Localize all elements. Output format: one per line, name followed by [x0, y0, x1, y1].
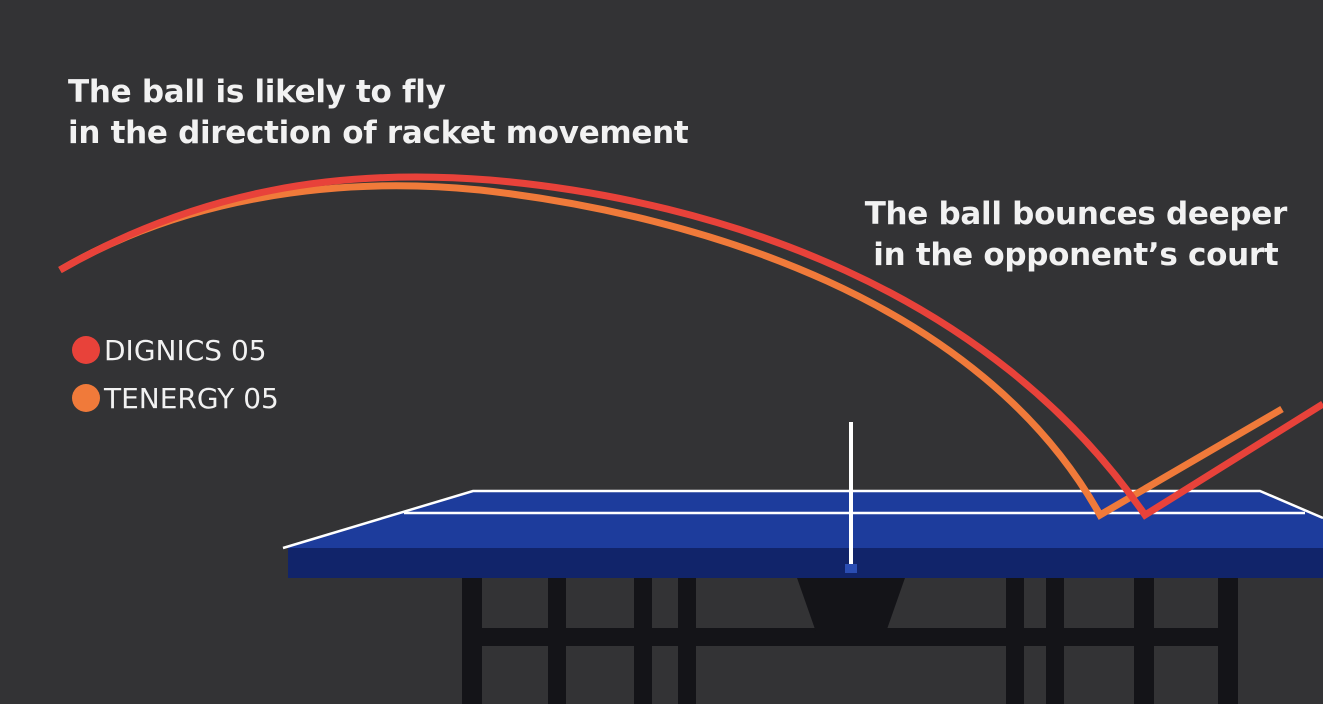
- net: [845, 422, 857, 573]
- table-crossbar: [462, 628, 1238, 646]
- table-legs: [462, 575, 1238, 704]
- table-top: [283, 491, 1323, 548]
- table: [282, 489, 1323, 578]
- net-clamp: [845, 564, 857, 573]
- table-edge: [288, 548, 1323, 578]
- legend: DIGNICS 05 TENERGY 05: [72, 326, 279, 422]
- dignics-color-dot-icon: [72, 336, 100, 364]
- legend-item-tenergy: TENERGY 05: [72, 374, 279, 422]
- legend-label: DIGNICS 05: [104, 333, 267, 367]
- dignics-trajectory: [58, 173, 1323, 520]
- racket-direction-caption: The ball is likely to fly in the directi…: [68, 72, 689, 154]
- legend-label: TENERGY 05: [104, 381, 279, 415]
- deeper-bounce-caption: The ball bounces deeper in the opponent’…: [864, 194, 1288, 276]
- caption-line: in the direction of racket movement: [68, 115, 689, 151]
- table-border-line: [282, 489, 1323, 550]
- caption-line: in the opponent’s court: [873, 237, 1279, 273]
- tenergy-color-dot-icon: [72, 384, 100, 412]
- caption-line: The ball bounces deeper: [864, 196, 1288, 232]
- caption-line: The ball is likely to fly: [68, 74, 446, 110]
- table-center-support: [796, 575, 906, 632]
- legend-item-dignics: DIGNICS 05: [72, 326, 279, 374]
